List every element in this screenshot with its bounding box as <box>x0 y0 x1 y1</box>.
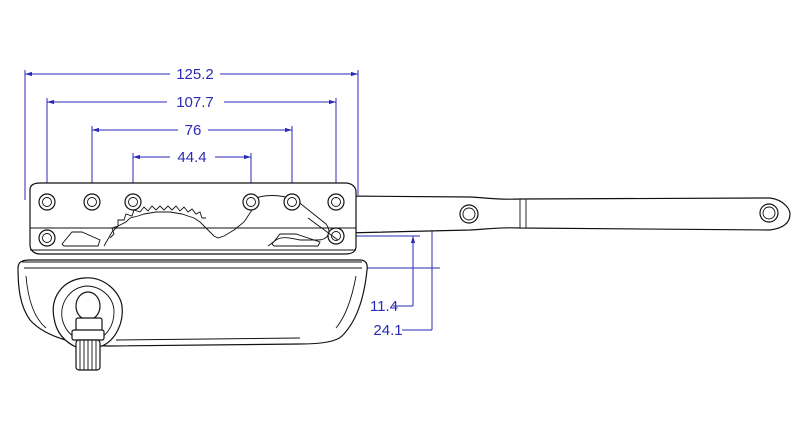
dimension-height-small-label: 11.4 <box>370 298 398 315</box>
base-plate <box>29 182 357 255</box>
crank-boss <box>52 277 123 349</box>
dimension-middle-holes-label: 76 <box>185 122 202 139</box>
mounting-holes <box>38 193 345 247</box>
gear-sector <box>103 195 330 247</box>
hole-8 <box>327 227 345 245</box>
operator-arm <box>344 195 791 234</box>
dimension-overall-label: 125.2 <box>176 66 214 83</box>
boss-hole <box>75 291 101 321</box>
dimension-overall: 125.2 <box>24 66 359 200</box>
hole-4 <box>242 193 260 211</box>
dimension-inner-holes-label: 44.4 <box>177 149 206 166</box>
dimension-outer-holes-label: 107.7 <box>176 94 214 111</box>
hole-3 <box>124 193 142 211</box>
hole-5 <box>283 193 301 211</box>
dimension-height-large-label: 24.1 <box>373 322 402 339</box>
hole-1 <box>38 193 56 211</box>
splined-shaft <box>75 339 101 371</box>
hole-6 <box>327 193 345 211</box>
hole-2 <box>83 193 101 211</box>
slider-wedges <box>61 217 339 247</box>
hole-7 <box>38 229 56 247</box>
